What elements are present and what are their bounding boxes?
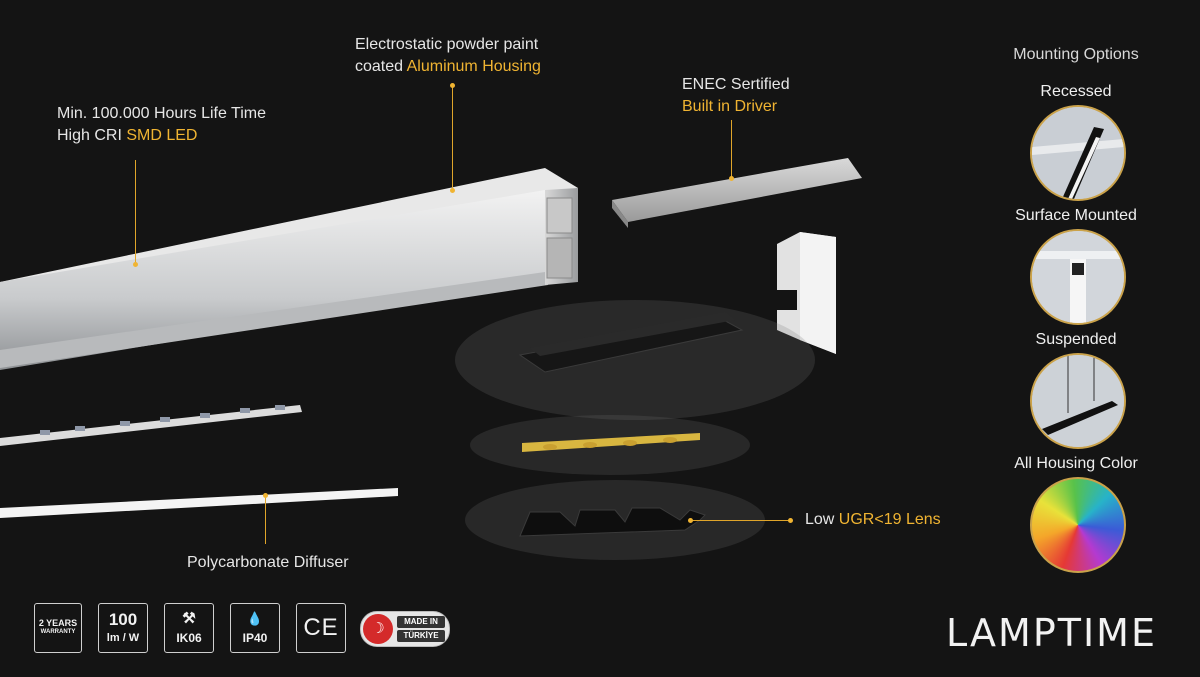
- recessed-mount-image: [1030, 105, 1126, 201]
- housing-callout-dot-end: [450, 188, 455, 193]
- lens-callout-line: [690, 520, 790, 521]
- housing-callout-line1: Electrostatic powder paint: [355, 36, 539, 53]
- housing-color-wheel: [1030, 477, 1126, 573]
- impact-rating: IK06: [176, 631, 202, 645]
- water-drops-icon: 💧: [246, 611, 264, 626]
- driver-callout-dot: [729, 176, 734, 181]
- lamptime-logo: LAMPTIME: [946, 611, 1157, 655]
- diffuser-callout-line: [265, 496, 266, 544]
- driver-callout-highlight: Built in Driver: [682, 98, 778, 115]
- driver-callout-line1: ENEC Sertified: [682, 76, 790, 93]
- mounting-option-suspended-label: Suspended: [1035, 331, 1117, 348]
- ce-mark: CE: [303, 614, 339, 641]
- efficacy-badge: 100 lm / W: [98, 603, 148, 653]
- diffuser-part: [0, 488, 398, 518]
- black-profile-part: [518, 312, 744, 373]
- driver-callout: ENEC Sertified Built in Driver: [682, 74, 790, 118]
- ce-badge: CE: [296, 603, 346, 653]
- lens-callout-dot-end: [788, 518, 793, 523]
- suspended-mount-image: [1030, 353, 1126, 449]
- led-callout-prefix: High CRI: [57, 127, 127, 144]
- led-callout: Min. 100.000 Hours Life Time High CRI SM…: [57, 103, 266, 147]
- led-strip: [0, 405, 302, 446]
- aluminum-housing: [0, 168, 578, 370]
- ingress-rating: IP40: [242, 631, 268, 645]
- led-callout-dot: [133, 262, 138, 267]
- diffuser-callout: Polycarbonate Diffuser: [187, 554, 349, 571]
- made-in-turkiye-badge: ☽ MADE IN TÜRKİYE: [360, 611, 450, 647]
- led-callout-line1: Min. 100.000 Hours Life Time: [57, 105, 266, 122]
- led-board-part: [522, 433, 700, 452]
- driver-part: [612, 158, 862, 228]
- housing-callout-highlight: Aluminum Housing: [406, 58, 541, 75]
- efficacy-value: 100: [108, 610, 138, 629]
- surface-mount-image: [1030, 229, 1126, 325]
- product-exploded-view: [0, 158, 862, 560]
- end-cap-part: [777, 232, 836, 354]
- warranty-badge-line1: 2 YEARS: [38, 618, 78, 628]
- housing-callout-dot: [450, 83, 455, 88]
- mounting-option-surface-label: Surface Mounted: [1015, 207, 1137, 224]
- housing-callout-prefix: coated: [355, 58, 407, 75]
- lens-callout-dot: [688, 518, 693, 523]
- led-callout-highlight: SMD LED: [126, 127, 198, 144]
- warranty-badge: 2 YEARS WARRANTY: [34, 603, 82, 653]
- mounting-options-title: Mounting Options: [1013, 46, 1139, 63]
- lens-callout-prefix: Low: [805, 511, 839, 528]
- housing-callout-line: [452, 84, 453, 190]
- mounting-option-recessed-label: Recessed: [1040, 83, 1112, 100]
- driver-callout-line: [731, 120, 732, 178]
- made-in-line1: MADE IN: [397, 616, 445, 628]
- made-in-line2: TÜRKİYE: [397, 630, 445, 642]
- hammer-icon: ⚒: [182, 610, 196, 627]
- lens-part: [519, 507, 706, 537]
- lens-callout-highlight: UGR<19 Lens: [838, 511, 941, 528]
- ingress-badge: 💧 IP40: [230, 603, 280, 653]
- led-callout-line: [135, 160, 136, 265]
- diffuser-callout-dot: [263, 493, 268, 498]
- efficacy-unit: lm / W: [106, 632, 140, 644]
- turkish-flag-icon: ☽: [363, 614, 393, 644]
- lens-callout: Low UGR<19 Lens: [805, 509, 941, 531]
- warranty-badge-line2: WARRANTY: [40, 629, 76, 635]
- impact-badge: ⚒ IK06: [164, 603, 214, 653]
- mounting-option-color-label: All Housing Color: [1014, 455, 1138, 472]
- housing-callout: Electrostatic powder paint coated Alumin…: [355, 34, 541, 78]
